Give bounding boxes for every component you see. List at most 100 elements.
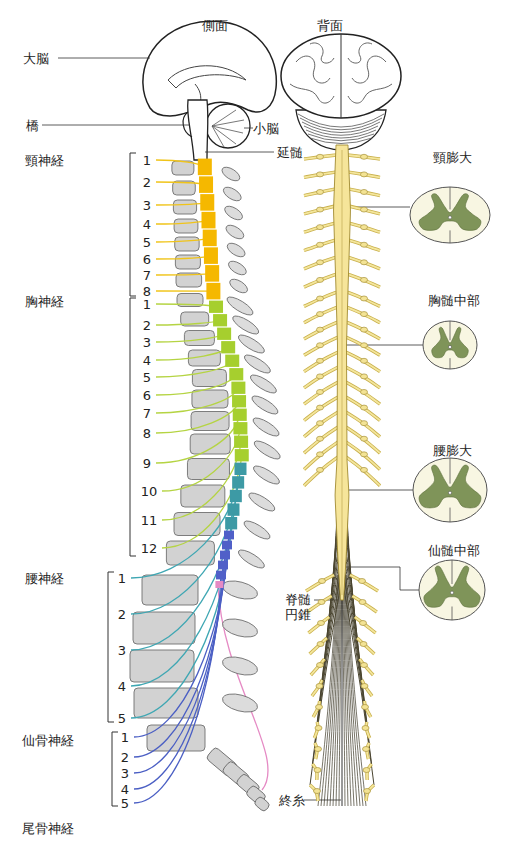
ganglion <box>317 467 324 472</box>
nerve-edge <box>360 659 374 675</box>
spinal-nerve <box>346 322 380 339</box>
ganglion <box>317 225 324 230</box>
cord-segment <box>206 283 220 300</box>
leader-line <box>42 125 190 126</box>
group-bracket <box>108 572 114 722</box>
spinal-nerve <box>348 172 380 177</box>
spinal-nerve <box>348 240 380 251</box>
spinous-process <box>236 547 267 571</box>
cord-segment <box>221 341 235 353</box>
cord-segment <box>217 328 231 340</box>
nerve-number: 4 <box>143 217 151 232</box>
cord-segment <box>213 314 227 326</box>
nerve-number: 9 <box>143 456 151 471</box>
nerve-edge <box>346 322 380 339</box>
spinous-process <box>251 463 282 487</box>
ganglion <box>315 726 322 731</box>
spinal-nerve <box>304 322 338 339</box>
anatomy-label: 脊髄 円錐 <box>283 592 313 622</box>
cerebellum-fold <box>310 138 372 144</box>
ganglion <box>317 374 324 379</box>
spinal-nerve <box>362 680 372 696</box>
dorsal-spine <box>298 114 384 806</box>
median-fissure <box>452 560 453 620</box>
spinal-nerve <box>156 415 240 463</box>
spinous-process <box>225 294 256 318</box>
ganglion <box>362 705 369 710</box>
nerve-edge <box>304 240 336 251</box>
nerve-edge <box>346 457 380 486</box>
anatomy-label: 背面 <box>317 18 343 33</box>
nerve-number: 6 <box>143 252 151 267</box>
cord-segment <box>218 561 228 570</box>
ganglion <box>319 579 326 584</box>
spinal-nerve <box>162 455 242 548</box>
spinal-nerve <box>156 388 238 413</box>
leader-line <box>346 567 419 590</box>
spinal-nerve <box>156 401 239 433</box>
spinal-nerve <box>304 427 338 453</box>
ganglion <box>317 452 324 457</box>
anatomy-label: 胸神経 <box>25 294 64 309</box>
nerve-number: 5 <box>143 235 151 250</box>
spinous-process <box>221 184 243 203</box>
spinous-process <box>252 438 283 462</box>
anatomy-label: 終糸 <box>279 793 305 808</box>
nerve-edge <box>312 680 322 696</box>
ganglion <box>315 747 322 752</box>
ganglion <box>361 225 368 230</box>
vertebral-body <box>253 796 270 813</box>
spinal-nerve <box>352 596 376 612</box>
ganglion <box>361 374 368 379</box>
anatomy-label: 頸膨大 <box>433 150 472 165</box>
cord-segment <box>231 382 245 394</box>
nerve-number: 11 <box>141 513 158 528</box>
cord-segment <box>233 409 247 421</box>
ganglion <box>361 260 368 265</box>
ganglion <box>317 277 324 282</box>
cord-segment <box>200 194 214 211</box>
vertebral-body <box>142 575 198 605</box>
ganglion <box>317 343 324 348</box>
nerve-edge <box>304 274 337 287</box>
nerve-edge <box>311 659 325 675</box>
nerve-number: 10 <box>141 484 158 499</box>
anatomy-label: 橋 <box>26 118 39 133</box>
nerve-edge <box>348 189 380 196</box>
vertebral-body <box>181 485 225 507</box>
ganglion <box>317 389 324 394</box>
nerve-number: 2 <box>118 607 126 622</box>
nerve-edge <box>304 442 338 469</box>
cerebrum-dorsal <box>281 34 401 118</box>
ganglion <box>314 768 321 773</box>
nerve-number: 3 <box>143 198 151 213</box>
ganglion <box>317 405 324 410</box>
cerebellum-fold <box>302 122 380 133</box>
cord-segment <box>198 159 212 176</box>
side-spine <box>130 159 283 813</box>
cord-segment <box>225 517 237 529</box>
central-canal <box>448 491 451 494</box>
nerve-edge <box>348 172 380 177</box>
spinal-nerve <box>304 397 338 421</box>
spinal-nerve <box>156 273 212 275</box>
vertebral-body <box>174 513 220 536</box>
spinal-nerve <box>304 292 337 306</box>
spinous-process <box>242 352 273 376</box>
spinal-nerve <box>304 155 337 159</box>
leader-line <box>348 490 413 491</box>
vertebral-body <box>175 255 200 269</box>
ganglion <box>317 242 324 247</box>
nerve-edge <box>304 337 338 355</box>
ganglion <box>361 389 368 394</box>
cord-segment <box>204 247 218 264</box>
spinal-nerve <box>156 304 216 307</box>
nerve-edge <box>304 457 338 486</box>
spinal-nerve <box>304 412 338 437</box>
spinal-nerve <box>156 160 205 167</box>
anatomy-label: 小脳 <box>253 121 279 136</box>
ganglion <box>317 312 324 317</box>
spinal-nerve <box>304 172 336 177</box>
